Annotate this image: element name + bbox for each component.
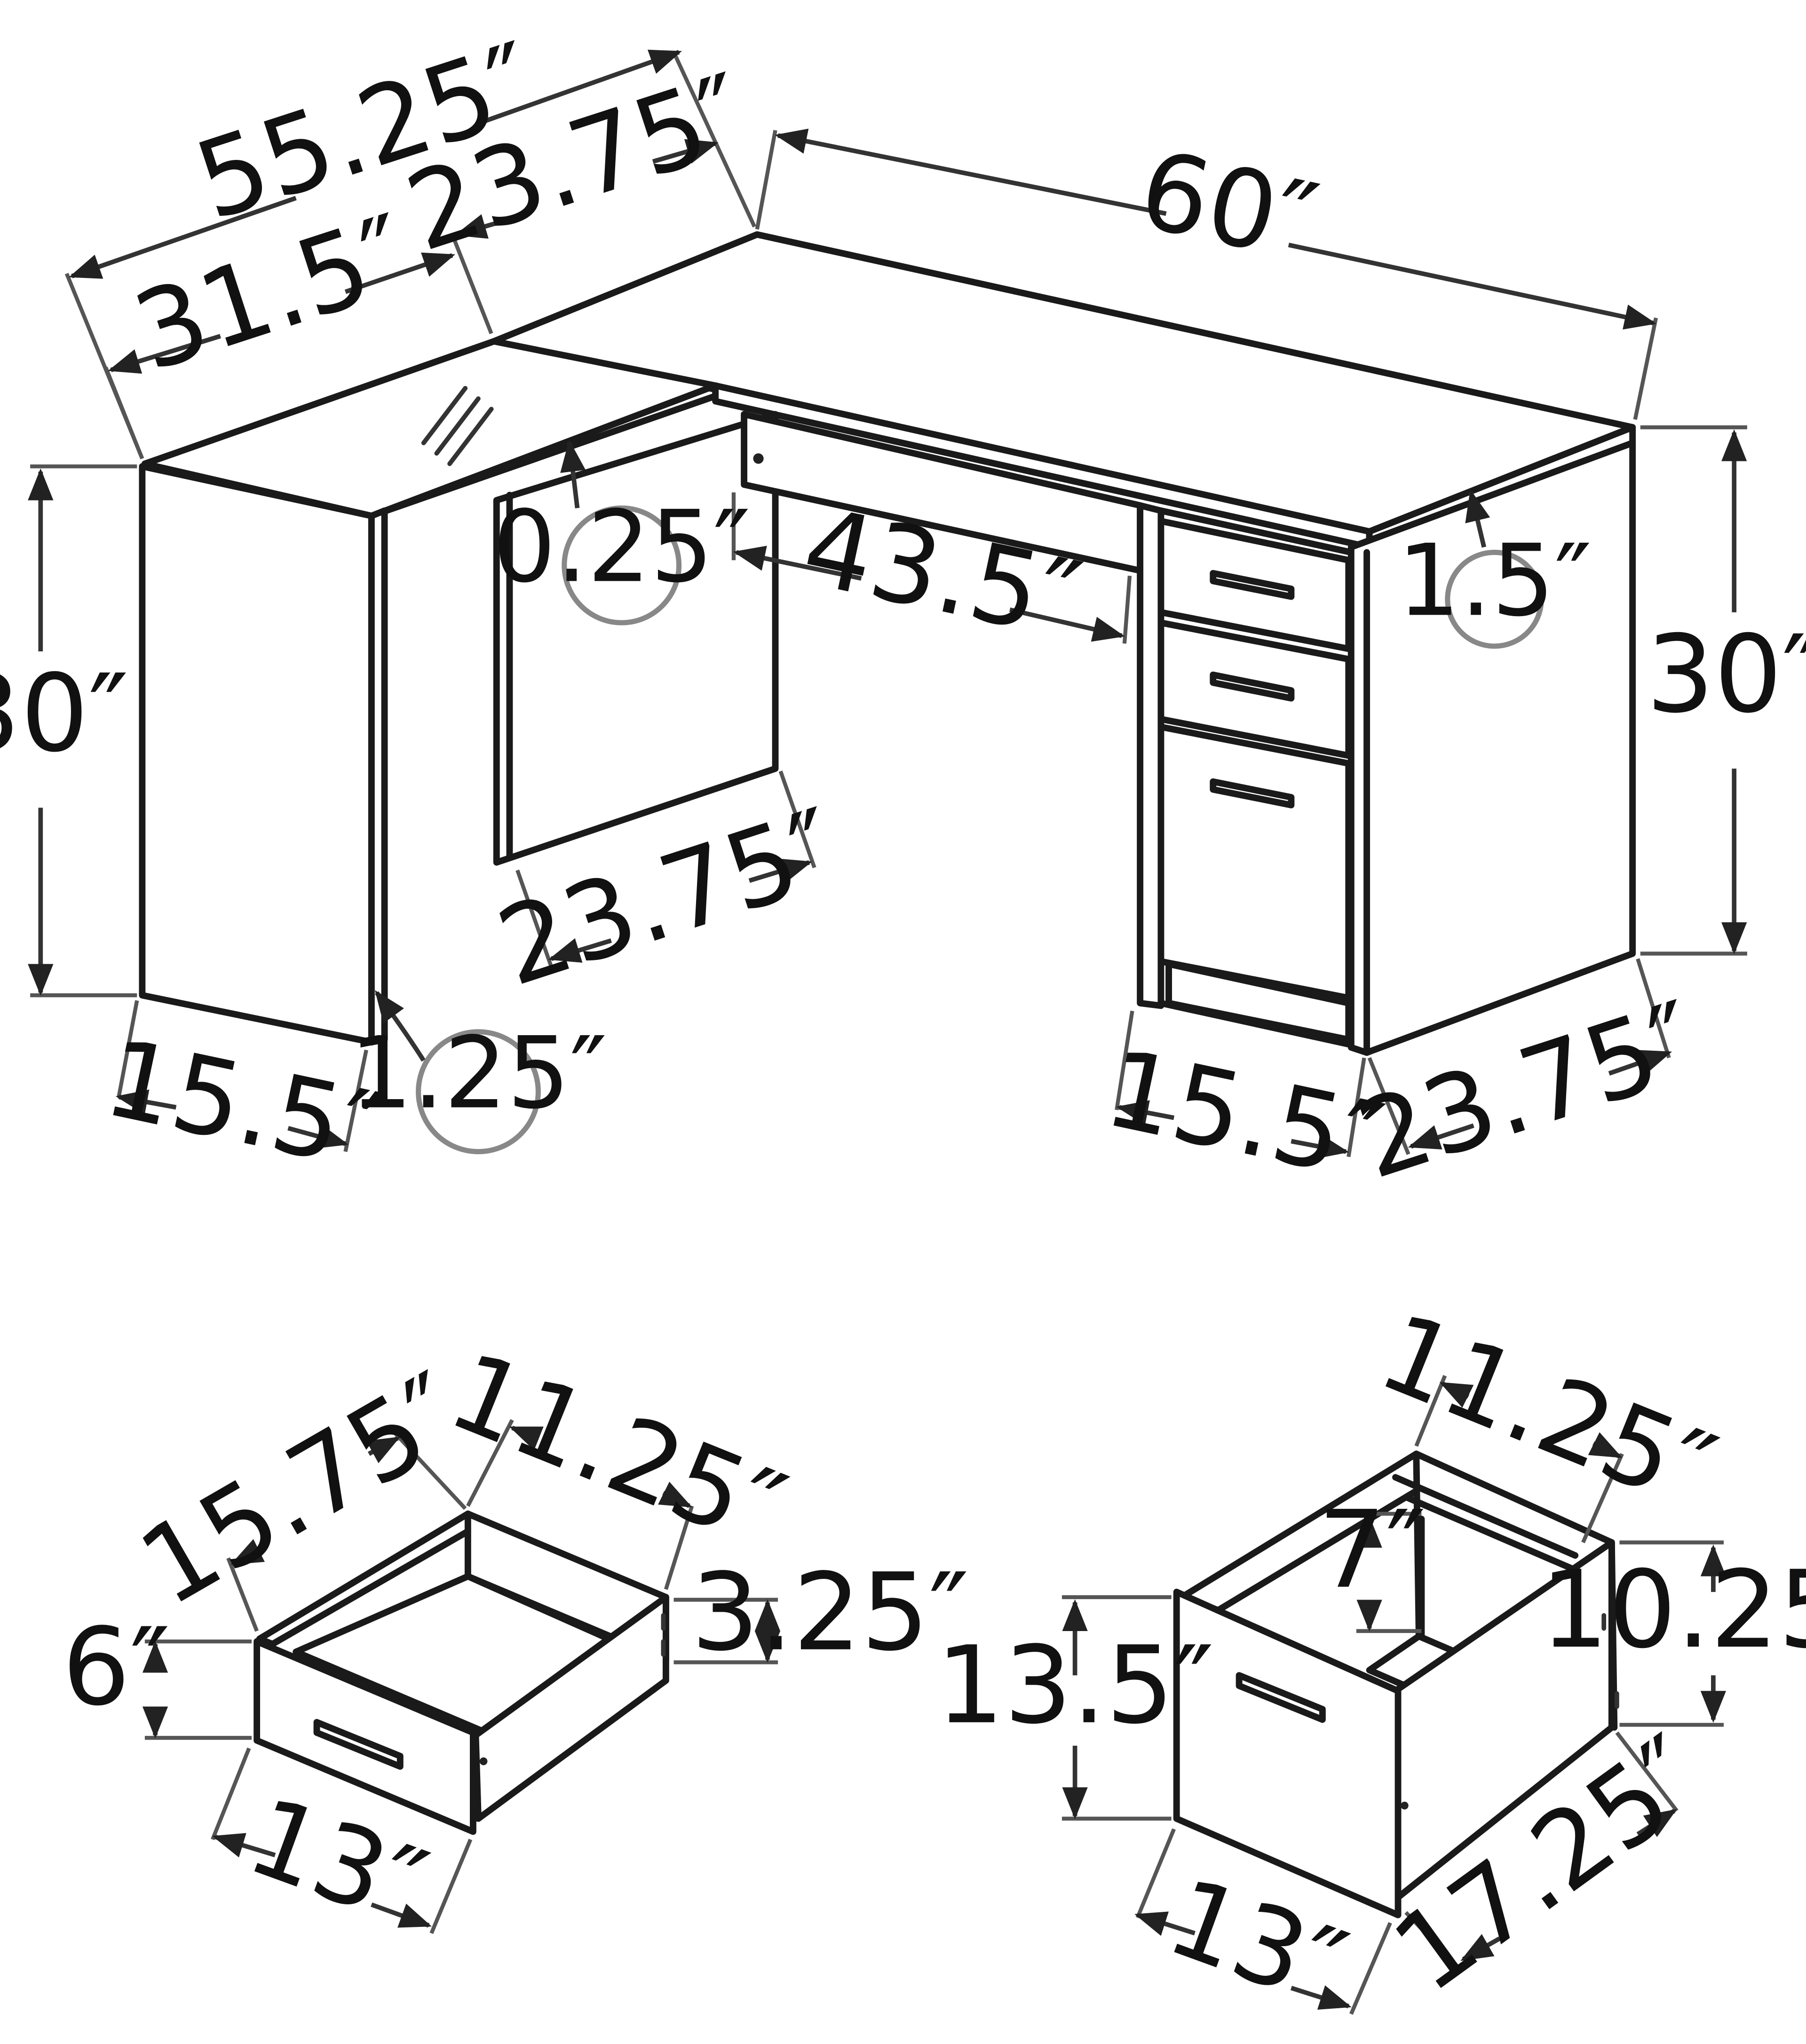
top-thickness-label: 1.5″ bbox=[1397, 523, 1592, 638]
drawer-inner-height-label: 3.25″ bbox=[691, 1550, 969, 1675]
panel-grommet bbox=[753, 453, 764, 464]
top-thickness-callout bbox=[1445, 549, 1544, 649]
pedestal-width-label: 15.5″ bbox=[1095, 1026, 1393, 1205]
glass-thickness-label: 0.25″ bbox=[493, 489, 750, 604]
file-drawer-slide-icon bbox=[1401, 1801, 1409, 1810]
leg-thickness-label: 1.25″ bbox=[349, 1015, 607, 1131]
pedestal-toe-kick bbox=[1165, 960, 1352, 1043]
glass-thickness-callout bbox=[562, 505, 682, 626]
inner-support-panel bbox=[493, 411, 779, 866]
glass-reflection-mark bbox=[421, 386, 468, 445]
drawer-handle-icon bbox=[313, 1719, 404, 1770]
file-rail-height-label: 7″ bbox=[1318, 1488, 1426, 1612]
drawer-front-height-label: 6″ bbox=[62, 1605, 170, 1729]
file-drawer bbox=[1173, 1450, 1619, 1918]
file-rail bbox=[1405, 1495, 1581, 1575]
glass-front-edge bbox=[368, 393, 719, 519]
file-drawer-inner-height-label: 10.25″ bbox=[1540, 1547, 1806, 1672]
drawer-right-side bbox=[472, 1593, 669, 1822]
left-leg-width-label: 15.5″ bbox=[95, 1015, 393, 1195]
left-height-label: 30″ bbox=[0, 651, 128, 776]
overall-width-label: 60″ bbox=[1130, 127, 1328, 285]
file-rail bbox=[1392, 1474, 1579, 1559]
glass-reflection-mark bbox=[434, 396, 481, 456]
drawer-handle-icon bbox=[1210, 778, 1295, 808]
drawer-handle-icon bbox=[1210, 671, 1295, 702]
drawer-depth-label: 15.75″ bbox=[120, 1349, 482, 1630]
file-drawer-front bbox=[1173, 1588, 1402, 1918]
file-drawer-dimensions: 11.25″ 7″ 10.25″ 13.5″ 13″ 17.25″ bbox=[936, 1289, 1806, 2031]
drawer-slide-icon bbox=[479, 1757, 488, 1766]
drawer-handle-icon bbox=[1210, 570, 1295, 600]
small-drawer bbox=[253, 1510, 669, 1835]
drawer-front-panel bbox=[253, 1638, 476, 1835]
file-drawer-front bbox=[1157, 723, 1352, 1001]
file-drawer-handle-icon bbox=[1236, 1672, 1326, 1723]
l-desk bbox=[139, 231, 1636, 1056]
left-end-panel bbox=[139, 463, 375, 1046]
left-end-panel-edge bbox=[368, 507, 388, 1046]
file-drawer-front-height-label: 13.5″ bbox=[936, 1623, 1214, 1748]
right-height-label: 30″ bbox=[1646, 612, 1806, 737]
leg-thickness-callout bbox=[416, 1029, 541, 1155]
glass-reflection-mark bbox=[447, 406, 494, 466]
